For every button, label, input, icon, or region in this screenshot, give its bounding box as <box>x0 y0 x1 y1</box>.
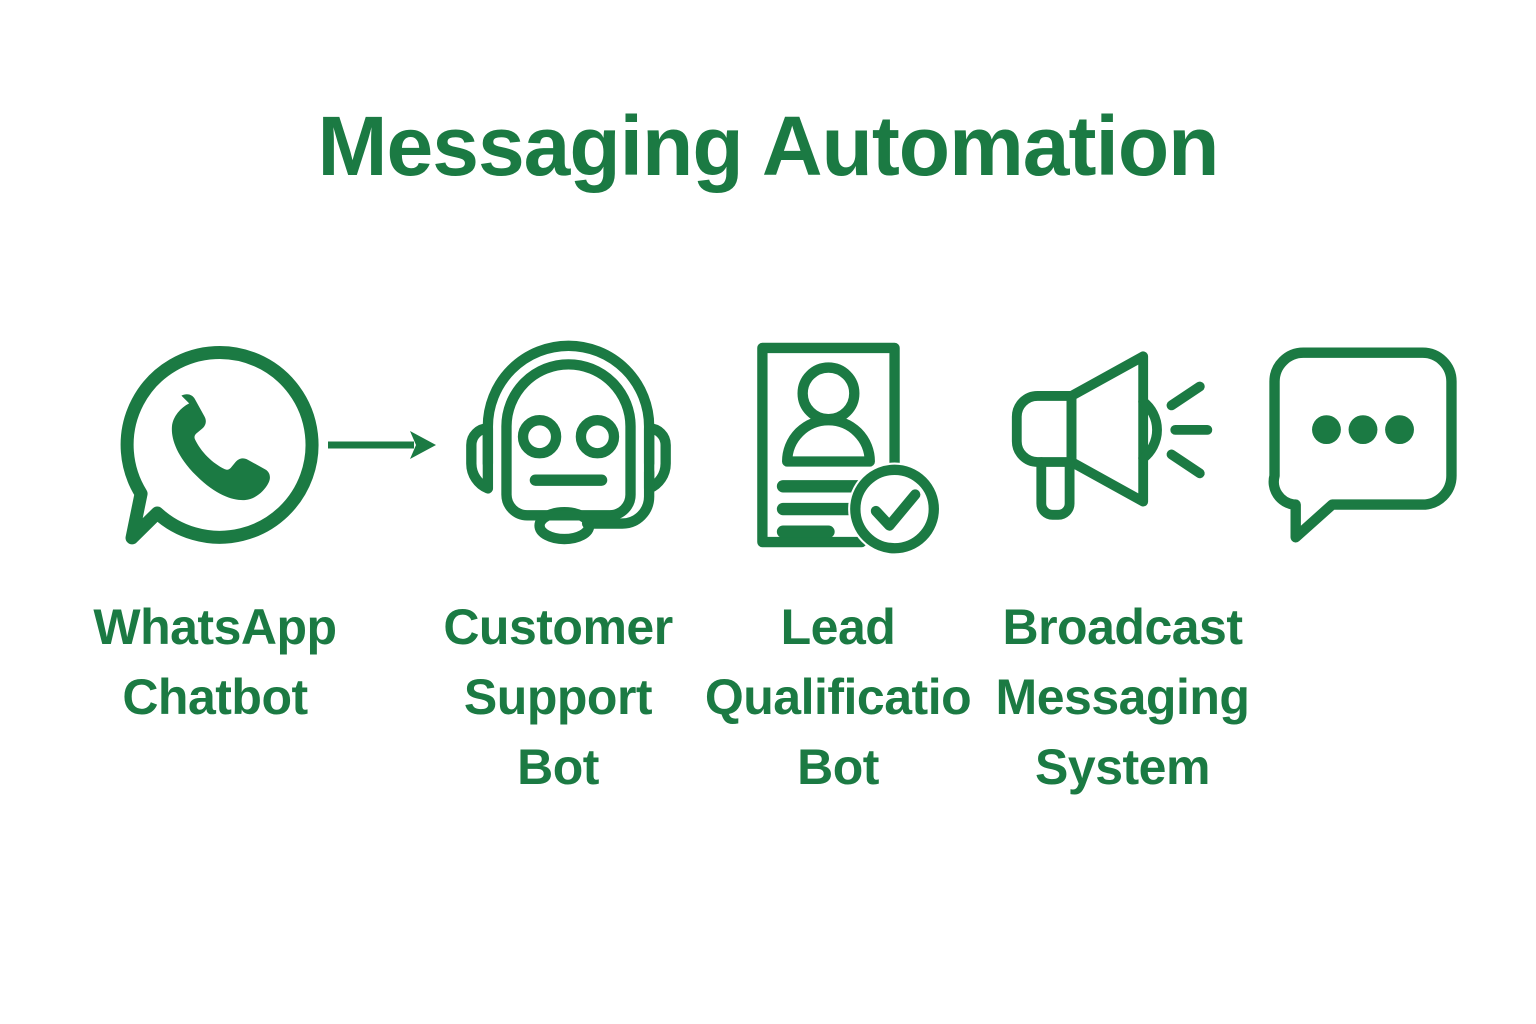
label-whatsapp-chatbot: WhatsApp Chatbot <box>55 592 375 732</box>
label-row: WhatsApp Chatbot Customer Support Bot Le… <box>0 592 1536 812</box>
icon-lead-qualification-bot[interactable] <box>735 325 955 565</box>
chat-bubble-dots-icon <box>1268 347 1457 543</box>
flow-arrow <box>326 325 438 565</box>
label-line: Customer <box>443 599 673 655</box>
label-line: Bot <box>517 739 599 795</box>
icon-whatsapp-chatbot[interactable] <box>95 325 335 565</box>
label-line: Bot <box>797 739 879 795</box>
label-line: Broadcast <box>1002 599 1243 655</box>
label-line: Qualificatio <box>704 669 972 725</box>
arrow-right-icon <box>328 431 436 459</box>
label-broadcast-messaging-system: Broadcast Messaging System <box>975 592 1270 802</box>
megaphone-icon <box>1011 351 1212 520</box>
icon-chat-bubble[interactable] <box>1255 325 1470 565</box>
label-line: Messaging <box>995 669 1250 725</box>
label-lead-qualification-bot: Lead Qualificatio Bot <box>693 592 983 802</box>
document-person-check-icon <box>757 342 942 556</box>
label-line: Lead <box>780 599 896 655</box>
icon-customer-support-bot[interactable] <box>448 325 688 565</box>
robot-headset-icon <box>465 340 671 545</box>
icon-row <box>0 325 1536 565</box>
label-line: System <box>1035 739 1210 795</box>
icon-broadcast-messaging-system[interactable] <box>1000 325 1225 565</box>
whatsapp-logo-icon <box>120 346 319 545</box>
page-title: Messaging Automation <box>317 99 1220 193</box>
label-line: Chatbot <box>122 669 308 725</box>
label-line: WhatsApp <box>93 599 337 655</box>
label-customer-support-bot: Customer Support Bot <box>408 592 708 802</box>
label-line: Support <box>463 669 653 725</box>
